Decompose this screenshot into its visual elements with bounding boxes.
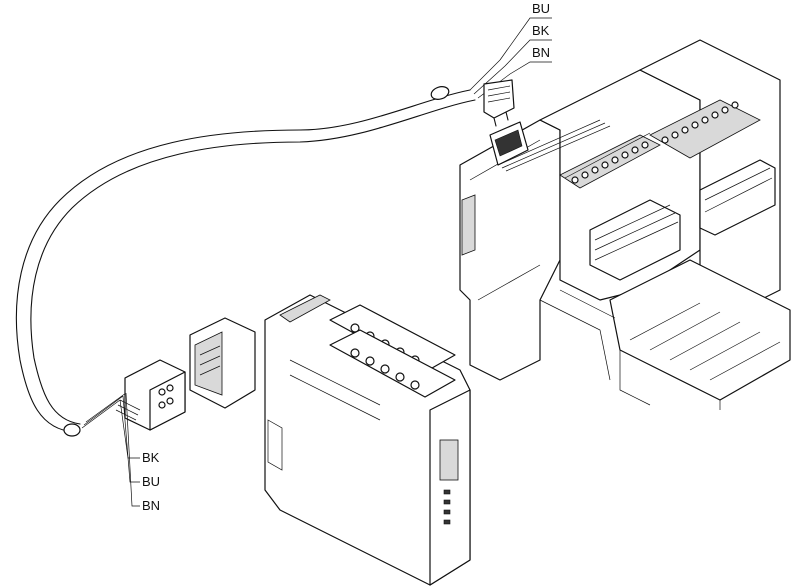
terminal-row-right [661,101,739,144]
center-module [264,294,471,586]
socket-housing [189,317,256,409]
top-label-bu: BU [532,1,550,16]
bottom-label-bk: BK [142,450,160,465]
bottom-label-leaders [119,392,140,507]
status-leds [443,489,451,525]
top-plug-connector [483,79,515,127]
front-terminal-block [329,304,456,398]
top-label-bn: BN [532,45,550,60]
top-label-leaders [499,17,552,75]
terminal-row-top [564,132,651,184]
din-rail-module-assembly [459,39,791,410]
cable [15,59,511,437]
bottom-label-bu: BU [142,474,160,489]
left-plug-connector [115,359,186,431]
lower-terminal-blocks [609,259,791,410]
bottom-label-bn: BN [142,498,160,513]
top-label-bk: BK [532,23,550,38]
